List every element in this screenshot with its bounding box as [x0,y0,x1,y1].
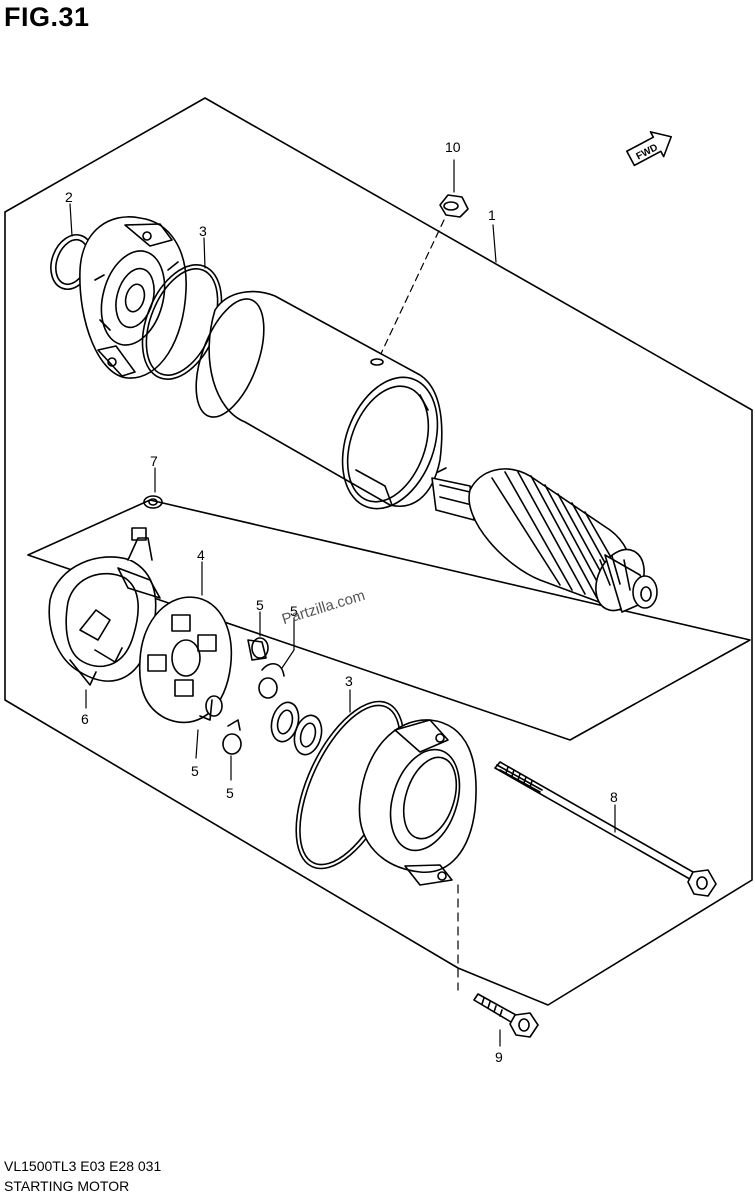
figure-name: STARTING MOTOR [4,1178,130,1194]
assembly-outline [4,97,753,1006]
callout-4: 4 [197,547,205,563]
through-bolt-part-8 [494,761,717,897]
inner-group-outline [27,499,751,741]
callout-5-c: 5 [191,763,199,779]
model-code: VL1500TL3 E03 E28 031 [4,1158,162,1174]
callout-3-lower: 3 [345,673,353,689]
fwd-arrow-icon: FWD [626,131,672,167]
figure-title: FIG.31 [4,2,90,32]
shim-washers [270,701,323,756]
callout-5-b: 5 [290,603,298,619]
armature [431,467,658,613]
callout-9: 9 [495,1049,503,1065]
brush-spring-part-5-a [247,611,269,661]
mounting-bolt-part-9 [473,993,539,1047]
callout-3-upper: 3 [199,223,207,239]
brush-spring-part-5-b [258,617,295,699]
leader-1 [492,224,497,263]
brush-holder-part-4 [138,561,233,724]
callout-10: 10 [445,139,461,155]
callout-5-a: 5 [256,597,264,613]
washer-part-7 [143,467,163,509]
callout-2: 2 [65,189,73,205]
rear-cover [358,719,477,886]
callout-8: 8 [610,789,618,805]
cap-nut-part-10 [439,159,469,218]
callout-7: 7 [150,453,158,469]
front-housing [79,216,187,379]
callout-6: 6 [81,711,89,727]
brush-spring-part-5-c [195,695,223,759]
brush-spring-part-5-d [222,719,242,781]
end-plate-part-6 [48,527,161,709]
callout-1: 1 [488,207,496,223]
yoke-case [195,290,443,510]
callout-5-d: 5 [226,785,234,801]
nut-leader-dashed [377,219,445,361]
